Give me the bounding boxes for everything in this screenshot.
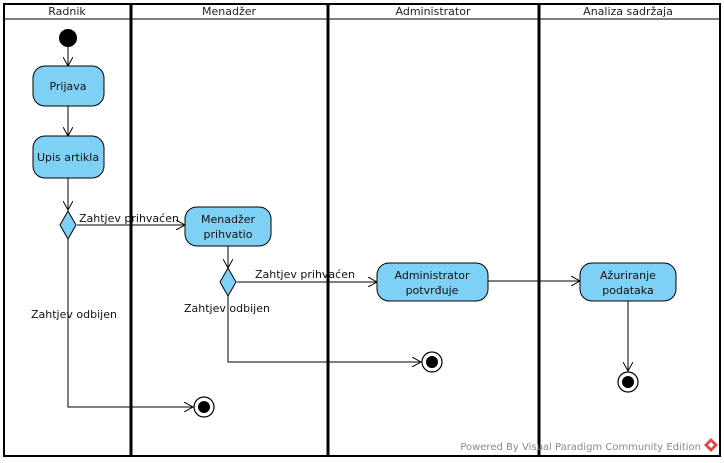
initial-node xyxy=(59,29,77,47)
edge-label-accepted-1: Zahtjev prihvaćen xyxy=(79,212,179,225)
action-prijava xyxy=(32,65,105,107)
lane-title-radnik: Radnik xyxy=(48,5,86,18)
action-menadzer-label-2: prihvatio xyxy=(204,228,253,241)
final-node-rejected-1 xyxy=(193,396,215,418)
action-azuriranje-label-1: Ažuriranje xyxy=(600,269,656,282)
edge-label-rejected-2: Zahtjev odbijen xyxy=(184,302,270,315)
action-upis-artikla xyxy=(32,135,105,179)
edge-decision2-rejected xyxy=(227,295,421,362)
diagram-frame xyxy=(3,3,721,457)
edge-decision1-rejected xyxy=(67,238,193,407)
action-administrator-label-1: Administrator xyxy=(395,269,470,282)
lane-title-menadzer: Menadžer xyxy=(202,5,256,18)
action-administrator-label-2: potvrđuje xyxy=(406,284,459,297)
action-administrator-potvrduje xyxy=(376,262,489,302)
action-upis-artikla-label: Upis artikla xyxy=(37,151,99,164)
decision-node-2 xyxy=(219,266,237,298)
action-menadzer-prihvatio xyxy=(184,206,272,247)
final-node-completed xyxy=(617,371,639,393)
decision-node-1 xyxy=(59,209,77,241)
lane-title-analiza: Analiza sadržaja xyxy=(583,5,673,18)
action-azuriranje-label-2: podataka xyxy=(602,284,653,297)
action-prijava-label: Prijava xyxy=(49,80,86,93)
edge-label-accepted-2: Zahtjev prihvaćen xyxy=(255,268,355,281)
visual-paradigm-logo-icon xyxy=(704,438,718,452)
action-menadzer-label-1: Menadžer xyxy=(201,213,255,226)
lane-title-administrator: Administrator xyxy=(396,5,471,18)
final-node-rejected-2 xyxy=(421,351,443,373)
watermark-text: Powered By Visual Paradigm Community Edi… xyxy=(460,442,701,453)
action-azuriranje-podataka xyxy=(579,262,677,302)
edge-label-rejected-1: Zahtjev odbijen xyxy=(31,308,117,321)
